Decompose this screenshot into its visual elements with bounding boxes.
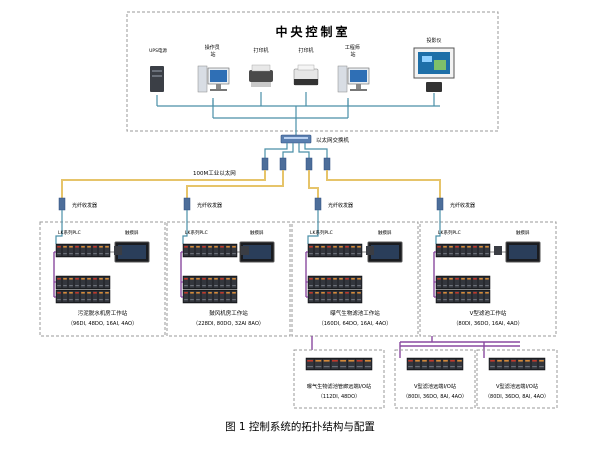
remote-name: V型滤池远端I/O站: [496, 382, 538, 390]
operator-station: 操作员 站: [197, 44, 230, 93]
plc-rack-row: [435, 243, 491, 258]
remote-name: 曝气生物滤池管廊远端I/O站: [307, 382, 371, 390]
ethernet-switch: 以太网交换机: [280, 134, 350, 144]
station-name: 曝气生物滤池工作站: [330, 309, 380, 317]
plc-rack-row: [182, 243, 238, 258]
station-box: [166, 221, 291, 337]
fiber-transceiver-label: 光纤收发器: [72, 202, 97, 209]
transceiver-icon: [305, 157, 313, 171]
ups-icon: [150, 66, 164, 92]
printer-1: 打印机: [249, 47, 273, 87]
remote-box: [394, 349, 476, 409]
plc-label: LK系列PLC: [438, 229, 461, 236]
plc-rack-row: [55, 243, 111, 258]
transceiver-icon: [261, 157, 269, 171]
operator-label-line2: 站: [210, 51, 215, 58]
control-room-title: 中央控制室: [275, 24, 350, 39]
touch-screen-label: 触摸屏: [516, 229, 530, 236]
fiber-lines: [61, 170, 441, 198]
engineer-label: 工程师 站: [345, 44, 362, 58]
remote-io: （80DI, 36DO, 8AI, 4AO）: [403, 394, 467, 400]
ups-label: UPS电源: [149, 47, 167, 54]
plc-rack-row: [307, 289, 363, 304]
transceiver-icon: [58, 197, 66, 211]
remote-box: [476, 349, 558, 409]
station-name: V型滤池工作站: [470, 309, 507, 317]
ethernet-label: 100M工业以太网: [193, 169, 236, 177]
plc-label: LK系列PLC: [185, 229, 208, 236]
station-box: [419, 221, 557, 337]
touch-screen-label: 触摸屏: [125, 229, 139, 236]
touch-screen-label: 触摸屏: [250, 229, 264, 236]
station-name: 污泥脱水机房工作站: [78, 309, 128, 317]
projector-label: 投影仪: [426, 37, 441, 44]
switch-label: 以太网交换机: [316, 136, 350, 144]
printer-2: 打印机: [293, 47, 319, 86]
remote-io-station-3: V型滤池远端I/O站 （80DI, 36DO, 8AI, 4AO）: [476, 349, 558, 409]
switch-links: [264, 143, 328, 158]
plc-rack-row: [182, 275, 238, 290]
station-name: 鼓风机房工作站: [209, 309, 248, 317]
fiber-transceiver-label: 光纤收发器: [450, 202, 475, 209]
plc-rack-row: [182, 289, 238, 304]
plc-rack-row: [307, 275, 363, 290]
projector-base-icon: [426, 82, 442, 92]
switch-transceivers: [261, 157, 331, 171]
printer2-label: 打印机: [298, 47, 313, 54]
plc-rack-row: [55, 275, 111, 290]
control-room-lan: [156, 92, 440, 136]
plc-rack-row: [406, 357, 464, 371]
touch-screen-label: 触摸屏: [378, 229, 392, 236]
transceiver-icon: [183, 197, 191, 211]
remote-io: （112DI, 48DO）: [318, 394, 360, 400]
operator-tower-icon: [197, 65, 208, 93]
engineer-station: 工程师 站: [337, 44, 370, 93]
station-io: （80DI, 36DO, 16AI, 4AO）: [453, 320, 523, 327]
transceiver-icon: [314, 197, 322, 211]
plc-rack-row: [435, 275, 491, 290]
plc-rack-row: [305, 357, 373, 371]
transceiver-icon: [323, 157, 331, 171]
projector: 投影仪: [413, 37, 455, 92]
remote-io: （80DI, 36DO, 8AI, 4AO）: [485, 394, 549, 400]
plc-rack-row: [488, 357, 546, 371]
figure-caption: 图 1 控制系统的拓扑结构与配置: [225, 420, 375, 433]
remote-box: [293, 349, 385, 409]
station-io: （228DI, 80DO, 32AI 8AO）: [193, 320, 264, 327]
plc-rack-row: [55, 289, 111, 304]
operator-label-line1: 操作员: [205, 44, 220, 51]
control-room-box: [126, 11, 499, 132]
plc-label: LK系列PLC: [310, 229, 333, 236]
plc-label: LK系列PLC: [58, 229, 81, 236]
remote-io-station-1: 曝气生物滤池管廊远端I/O站 （112DI, 48DO）: [293, 349, 385, 409]
plc-rack-row: [435, 289, 491, 304]
station-box: [39, 221, 166, 337]
station-io: （160DI, 64DO, 16AI, 4AO）: [319, 320, 392, 327]
engineer-label-line1: 工程师: [345, 44, 360, 51]
remote-name: V型滤池远端I/O站: [414, 382, 456, 390]
workstation-4: 光纤收发器 LK系列PLC 触摸屏 V型滤池工作站 （80DI, 36DO, 16AI,…: [419, 197, 557, 337]
fiber-transceiver-label: 光纤收发器: [328, 202, 353, 209]
plc-rack-row: [307, 243, 363, 258]
station-box: [291, 221, 419, 337]
printer1-label: 打印机: [253, 47, 268, 54]
station-io: （96DI, 48DO, 16AI, 4AO）: [68, 320, 138, 327]
operator-label: 操作员 站: [205, 44, 222, 58]
ups-device: UPS电源: [149, 47, 167, 92]
fiber-transceiver-label: 光纤收发器: [197, 202, 222, 209]
printer1-icon: [249, 70, 273, 82]
remote-group: 曝气生物滤池管廊远端I/O站 （112DI, 48DO） V型滤池远端I/O站 （80…: [293, 336, 558, 409]
transceiver-icon: [436, 197, 444, 211]
engineer-label-line2: 站: [350, 51, 355, 58]
remote-io-station-2: V型滤池远端I/O站 （80DI, 36DO, 8AI, 4AO）: [394, 349, 476, 409]
engineer-tower-icon: [337, 65, 348, 93]
transceiver-icon: [279, 157, 287, 171]
